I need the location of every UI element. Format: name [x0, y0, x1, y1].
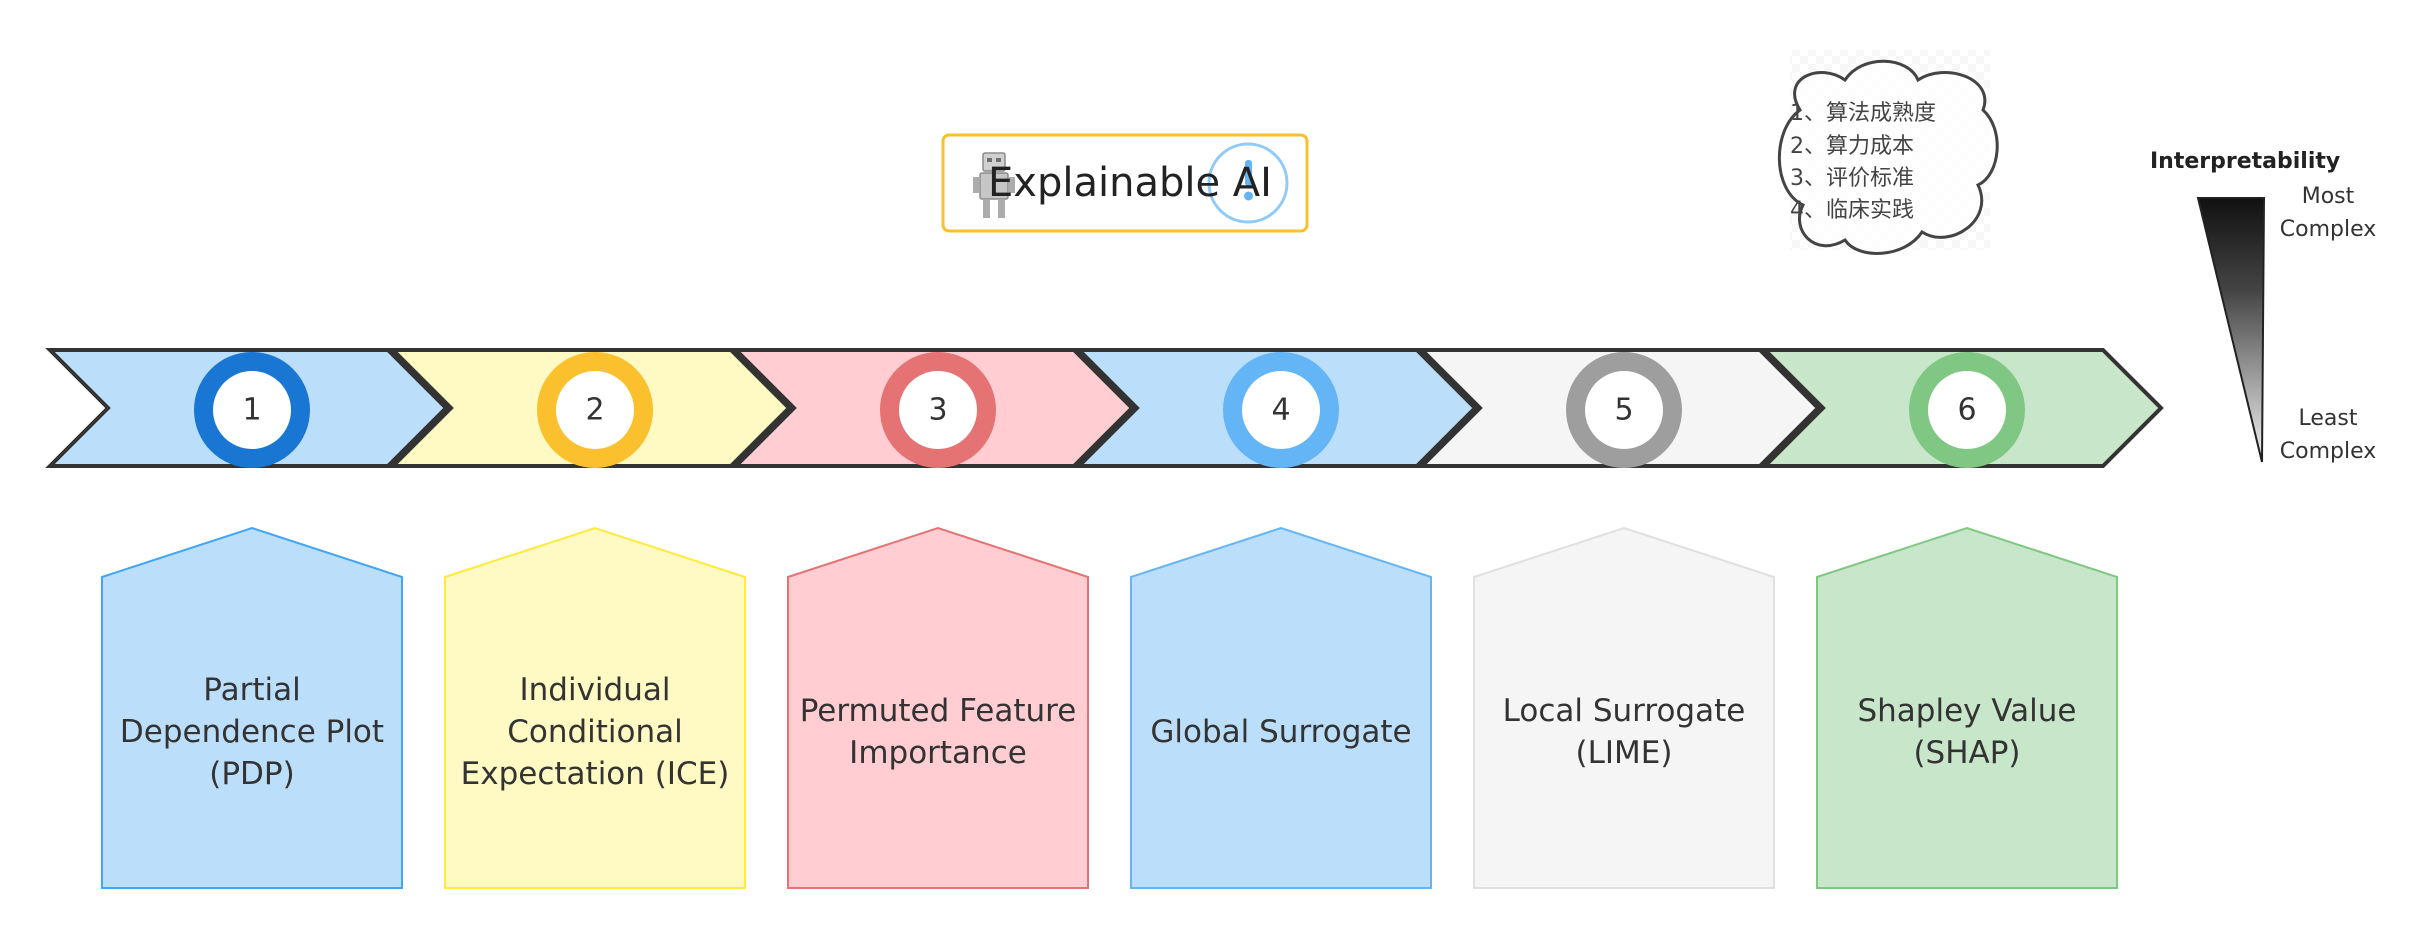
step-number-4: 4: [1223, 352, 1339, 468]
cloud-line-1: 1、算法成熟度: [1790, 101, 1936, 126]
card-label-line: Local Surrogate: [1503, 693, 1746, 729]
scale-title: Interpretability: [2150, 149, 2340, 174]
number-disc: [556, 371, 634, 449]
title-text: Explainable AI: [988, 160, 1272, 206]
card-shape: [101, 526, 403, 889]
step-number-1: 1: [194, 352, 310, 468]
card-label-line: Importance: [849, 735, 1027, 771]
cloud-note: 1、算法成熟度 2、算力成本 3、评价标准 4、临床实践: [1777, 50, 1999, 255]
interpretability-scale: Interpretability Most Complex Least Comp…: [2150, 149, 2376, 464]
card-label-line: (SHAP): [1913, 735, 2020, 771]
card-label-line: Expectation (ICE): [461, 756, 730, 792]
step-number-text: 4: [1271, 393, 1290, 428]
cloud-line-3: 3、评价标准: [1790, 166, 1914, 191]
cloud-line-4: 4、临床实践: [1790, 198, 1914, 223]
process-arrows: 1 2 3 4 5 6: [45, 348, 2164, 468]
step-number-5: 5: [1566, 352, 1682, 468]
step-number-2: 2: [537, 352, 653, 468]
scale-top-label-1: Most: [2302, 184, 2355, 209]
card-label-line: Dependence Plot: [120, 714, 384, 750]
step-number-6: 6: [1909, 352, 2025, 468]
scale-top-label-2: Complex: [2280, 217, 2377, 242]
scale-wedge: [2196, 197, 2266, 463]
step-number-text: 2: [585, 393, 604, 428]
number-disc: [213, 371, 291, 449]
scale-bottom-label-2: Complex: [2280, 439, 2377, 464]
card-label-line: Permuted Feature: [800, 693, 1077, 729]
method-card-6: Shapley Value (SHAP): [1816, 526, 2118, 889]
cloud-line-2: 2、算力成本: [1790, 134, 1914, 159]
card-shape: [1130, 526, 1432, 889]
step-number-text: 5: [1614, 393, 1633, 428]
step-number-text: 1: [242, 393, 261, 428]
number-disc: [1585, 371, 1663, 449]
card-shape: [444, 526, 746, 889]
card-label-line: (LIME): [1576, 735, 1673, 771]
card-label-line: Global Surrogate: [1150, 714, 1411, 750]
title-box: Explainable AI: [941, 133, 1309, 233]
card-shape: [787, 526, 1089, 889]
robot-icon: [973, 152, 1015, 218]
brain-cloud-icon: [1777, 59, 1999, 255]
number-disc: [1928, 371, 2006, 449]
card-label-line: (PDP): [209, 756, 294, 792]
method-card-5: Local Surrogate (LIME): [1473, 526, 1775, 889]
card-label-line: Individual: [520, 672, 671, 708]
step-number-text: 3: [928, 393, 947, 428]
step-number-3: 3: [880, 352, 996, 468]
card-label-line: Shapley Value: [1857, 693, 2076, 729]
number-disc: [899, 371, 977, 449]
method-card-4: Global Surrogate: [1130, 526, 1432, 889]
info-icon: [1207, 142, 1289, 224]
card-label-line: Conditional: [507, 714, 683, 750]
card-shape: [1816, 526, 2118, 889]
card-shape: [1473, 526, 1775, 889]
step-number-text: 6: [1957, 393, 1976, 428]
card-label-line: Partial: [203, 672, 300, 708]
number-disc: [1242, 371, 1320, 449]
scale-bottom-label-1: Least: [2299, 406, 2358, 431]
